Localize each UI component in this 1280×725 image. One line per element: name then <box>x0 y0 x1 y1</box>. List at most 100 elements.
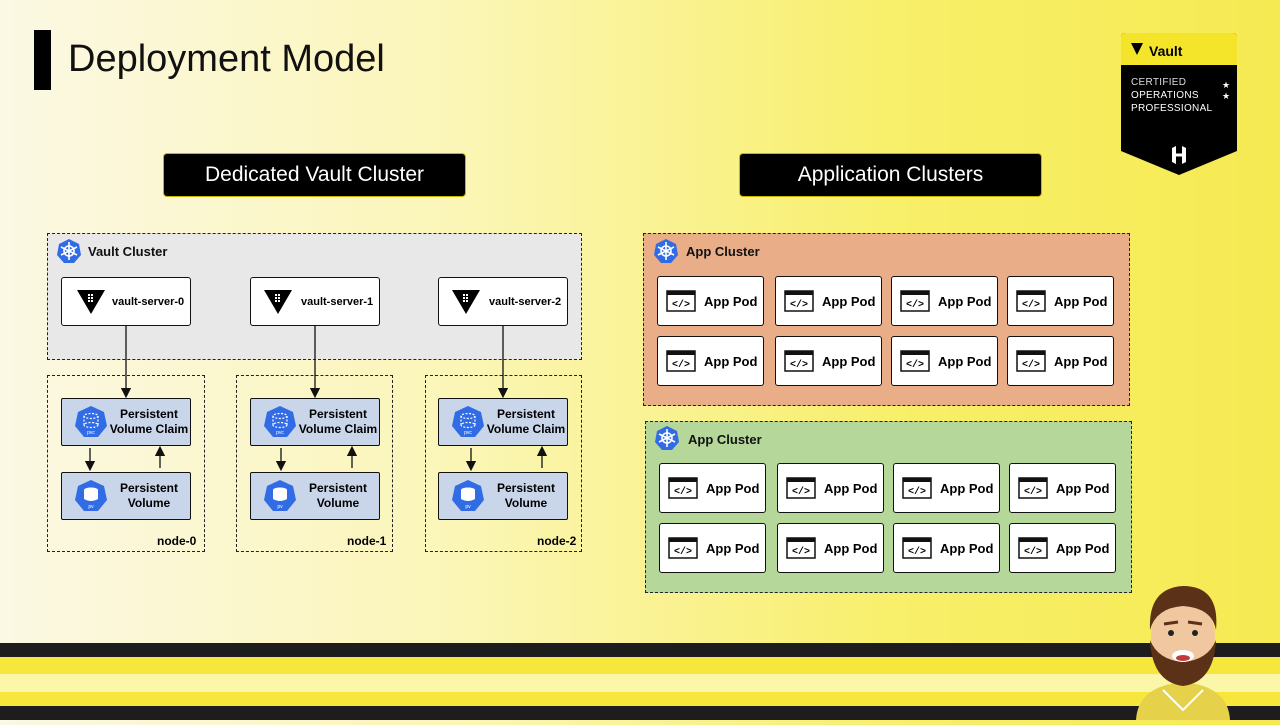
pvc-label-line-2: Volume Claim <box>298 422 378 436</box>
pv-label-line-2: Volume <box>504 496 548 510</box>
pvc-label-line-2: Volume Claim <box>109 422 189 436</box>
pvc-label-line-1: Persistent <box>496 407 556 421</box>
app-pod-label: App Pod <box>1056 540 1110 556</box>
pv-label-line-2: Volume <box>127 496 171 510</box>
svg-text:</>: </> <box>906 359 924 371</box>
svg-text:</>: </> <box>674 546 692 558</box>
pvc-icon: pvc <box>452 406 484 437</box>
app-pod-box: </> App Pod <box>657 336 764 386</box>
app-pod-label: App Pod <box>824 540 878 556</box>
footer-strip <box>0 674 1280 692</box>
vault-cluster-label: Vault Cluster <box>88 244 168 259</box>
app-pod-box: </> App Pod <box>657 276 764 326</box>
pvc-icon-text: pvc <box>87 430 95 436</box>
svg-text:★: ★ <box>1222 91 1230 101</box>
app-pod-box: </> App Pod <box>891 336 998 386</box>
app-pod-box: </> App Pod <box>775 336 882 386</box>
app-pod-label: App Pod <box>822 353 876 369</box>
app-pod-box: </>App Pod <box>775 276 882 326</box>
code-window-icon: </> <box>1018 537 1048 559</box>
code-window-icon: </> <box>666 350 696 372</box>
code-window-icon: </> <box>902 537 932 559</box>
app-pod-box: </>App Pod <box>891 276 998 326</box>
app-cluster-label: App Cluster <box>686 244 760 259</box>
node-label: node-0 <box>157 534 197 548</box>
dedicated-vault-cluster-header: Dedicated Vault Cluster <box>164 154 465 196</box>
pvc-label-line-2: Volume Claim <box>486 422 566 436</box>
code-window-icon: </> <box>784 290 814 312</box>
svg-text:</>: </> <box>1024 546 1042 558</box>
pvc-icon: pvc <box>75 406 107 437</box>
app-pod-box: </>App Pod <box>659 463 766 513</box>
code-window-icon: </> <box>900 290 930 312</box>
code-window-icon: </> <box>786 537 816 559</box>
pv-label-line-1: Persistent <box>308 481 368 495</box>
page-title: Deployment Model <box>68 38 385 80</box>
svg-text:★: ★ <box>1222 80 1230 90</box>
title-accent-bar <box>34 30 51 90</box>
footer-strip <box>0 657 1280 674</box>
pv-icon: pv <box>264 480 296 511</box>
app-pod-box: </>App Pod <box>777 463 884 513</box>
code-window-icon: </> <box>902 477 932 499</box>
vault-server-box: vault-server-2 <box>438 277 568 326</box>
certification-badge: ★ ★ ★ Vault CERTIFIED OPERATIONS PROFESS… <box>1121 33 1251 187</box>
pvc-label-line-1: Persistent <box>119 407 179 421</box>
node-label: node-1 <box>347 534 387 548</box>
pv-icon: pv <box>452 480 484 511</box>
vault-server-name: vault-server-1 <box>301 295 374 308</box>
code-window-icon: </> <box>1016 350 1046 372</box>
code-window-icon: </> <box>668 537 698 559</box>
pvc-icon-text: pvc <box>464 430 472 436</box>
badge-line-3: PROFESSIONAL <box>1131 103 1213 114</box>
pv-label-line-2: Volume <box>316 496 360 510</box>
svg-text:</>: </> <box>672 359 690 371</box>
badge-line-1: CERTIFIED <box>1131 77 1187 88</box>
svg-text:</>: </> <box>792 546 810 558</box>
footer-strip <box>0 706 1280 720</box>
app-pod-label: App Pod <box>704 353 758 369</box>
svg-text:</>: </> <box>792 486 810 498</box>
svg-text:</>: </> <box>906 299 924 311</box>
svg-text:</>: </> <box>908 546 926 558</box>
svg-text:</>: </> <box>790 299 808 311</box>
svg-text:</>: </> <box>1022 299 1040 311</box>
app-pod-box: </>App Pod <box>893 463 1000 513</box>
vault-server-box: vault-server-1 <box>250 277 380 326</box>
svg-text:</>: </> <box>790 359 808 371</box>
app-pod-label: App Pod <box>940 540 994 556</box>
kubernetes-icon <box>654 425 680 456</box>
app-pod-box: </> App Pod <box>893 523 1000 573</box>
app-pod-label: App Pod <box>1056 480 1110 496</box>
svg-text:</>: </> <box>672 299 690 311</box>
footer-strip <box>0 692 1280 706</box>
badge-line-2: OPERATIONS <box>1131 90 1199 101</box>
code-window-icon: </> <box>1018 477 1048 499</box>
kubernetes-icon <box>56 238 82 269</box>
kubernetes-icon <box>653 238 679 269</box>
vault-logo-icon <box>452 289 480 314</box>
code-window-icon: </> <box>786 477 816 499</box>
app-pod-box: </> App Pod <box>659 523 766 573</box>
pvc-icon-text: pvc <box>276 430 284 436</box>
app-pod-label: App Pod <box>938 353 992 369</box>
badge-brand: Vault <box>1149 43 1183 59</box>
app-pod-label: App Pod <box>704 293 758 309</box>
vault-server-box: vault-server-0 <box>61 277 191 326</box>
code-window-icon: </> <box>1016 290 1046 312</box>
app-cluster-label: App Cluster <box>688 432 762 447</box>
vault-server-name: vault-server-2 <box>489 295 562 308</box>
pv-label-line-1: Persistent <box>119 481 179 495</box>
node-label: node-2 <box>537 534 577 548</box>
svg-text:</>: </> <box>1022 359 1040 371</box>
app-pod-box: </>App Pod <box>1007 336 1114 386</box>
app-pod-box: </> App Pod <box>1009 463 1116 513</box>
app-pod-label: App Pod <box>706 540 760 556</box>
